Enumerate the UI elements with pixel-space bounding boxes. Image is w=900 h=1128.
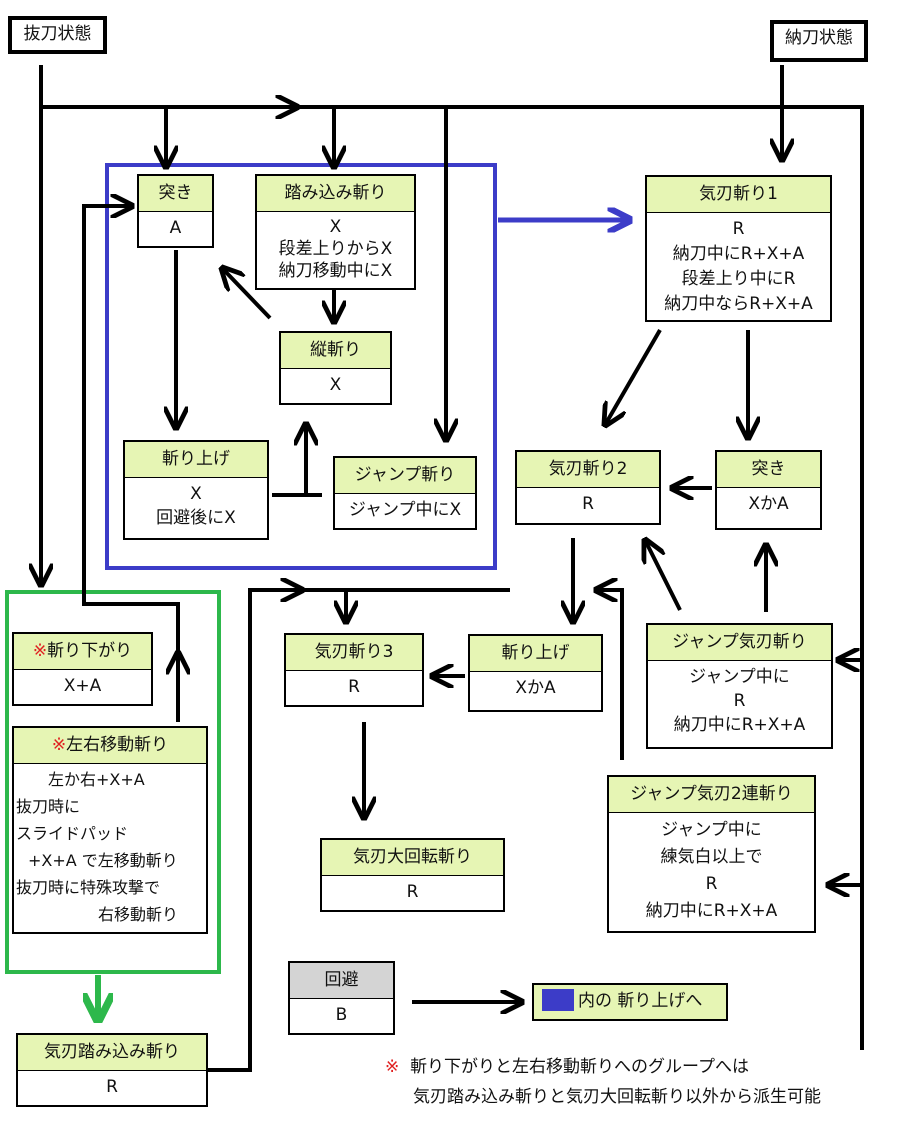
node-fumikomi: 踏み込み斬り X 段差上りからX 納刀移動中にX [255,174,416,290]
footnote: ※ 斬り下がりと左右移動斬りへのグループへは 気刃踏み込み斬りと気刃大回転斬り以… [385,1052,821,1112]
node-line: 回避後にX [156,508,236,528]
node-line: R [732,219,745,239]
node-line: X+A [63,676,102,696]
node-line: X [329,375,342,395]
node-title: 気刃斬り2 [517,452,659,488]
node-line: +X+A で左移動斬り [28,851,178,870]
node-tategiri: 縦斬り X [279,331,392,405]
node-title: 斬り下がり [47,641,133,661]
state-battou: 抜刀状態 [8,16,107,54]
blue-group-frame [105,163,497,570]
node-jump-giri: ジャンプ斬り ジャンプ中にX [333,456,477,530]
node-line: 抜刀時に [16,797,81,816]
node-daikaiten: 気刃大回転斬り R [320,838,505,912]
legend-text: 内の 斬り上げへ [578,991,703,1011]
node-line: R [582,494,594,514]
node-kirisagari: ※斬り下がり X+A [12,632,153,706]
edge-jumpkijin2-up [596,590,624,760]
edge-fumikomi-kijin-up [208,588,510,1072]
node-title: 斬り上げ [125,442,267,478]
note-mark: ※ [51,735,67,755]
node-line: B [335,1005,348,1025]
node-title: 縦斬り [281,333,390,369]
node-title: 踏み込み斬り [257,176,414,212]
node-sayuu: ※左右移動斬り 左か右+X+A 抜刀時に スライドパッド +X+A で左移動斬り… [12,726,208,934]
node-line: ジャンプ中に [689,667,790,687]
node-line: 右移動斬り [98,905,179,924]
edge-tategiri-tsuki [222,268,272,320]
node-kiriage-2: 斬り上げ XかA [468,634,603,712]
note-mark: ※ [32,641,48,661]
node-title: 突き [139,176,212,212]
node-line: 抜刀時に特殊攻撃で [16,878,161,897]
node-kijin-2: 気刃斬り2 R [515,450,661,525]
node-tsuki-a: 突き A [137,174,214,248]
node-title: 気刃踏み込み斬り [18,1035,206,1071]
node-line: X [190,484,202,504]
edge-jumpkijin-kijin2 [645,540,682,611]
node-kaihi: 回避 B [288,961,395,1035]
node-fumikomi-kijin: 気刃踏み込み斬り R [16,1033,208,1107]
node-title: 斬り上げ [470,636,601,672]
node-line: ジャンプ中に [661,820,762,840]
node-title: 回避 [290,963,393,999]
node-kijin-3: 気刃斬り3 R [284,633,424,707]
node-line: 左か右+X+A [48,770,145,789]
node-tsuki-2: 突き XかA [715,450,822,530]
legend-swatch [542,988,574,1011]
node-line: A [169,218,182,238]
green-group-frame [5,590,221,974]
footnote-line-1: 斬り下がりと左右移動斬りへのグループへは [410,1057,750,1077]
node-line: 練気白以上で [660,847,763,867]
node-jump-kijin-2ren: ジャンプ気刃2連斬り ジャンプ中に 練気白以上で R 納刀中にR+X+A [607,775,816,933]
node-line: 段差上り中にR [681,269,796,289]
node-title: 突き [717,452,820,488]
node-title: ジャンプ気刃2連斬り [609,777,814,813]
node-line: XかA [515,678,556,698]
node-line: XかA [748,494,789,514]
node-title: 気刃斬り1 [647,177,830,213]
edge-green-return [82,206,180,722]
node-line: R [106,1077,118,1097]
node-line: 納刀中にR+X+A [672,244,805,264]
node-line: X [329,217,342,237]
node-line: 納刀中にR+X+A [673,715,806,735]
node-kijin-1: 気刃斬り1 R 納刀中にR+X+A 段差上り中にR 納刀中ならR+X+A [645,175,832,322]
edge-kijin1-kijin2 [605,328,662,425]
note-mark: ※ [385,1057,400,1077]
node-line: 納刀中ならR+X+A [664,294,813,314]
footnote-line-2: 気刃踏み込み斬りと気刃大回転斬り以外から派生可能 [413,1087,821,1107]
node-title: ジャンプ気刃斬り [648,625,831,661]
node-line: R [705,874,718,894]
node-line: R [348,677,360,697]
node-line: R [733,691,746,711]
node-line: 納刀移動中にX [278,261,393,281]
node-jump-kijin: ジャンプ気刃斬り ジャンプ中に R 納刀中にR+X+A [646,623,833,749]
state-noutou: 納刀状態 [770,20,868,62]
legend-box: 内の 斬り上げへ [532,983,728,1021]
node-line: ジャンプ中にX [348,500,462,520]
edge-battou-right [41,105,864,1050]
node-kiriage-1: 斬り上げ X 回避後にX [123,440,269,540]
node-line: R [406,882,419,902]
node-line: 納刀中にR+X+A [645,901,778,921]
node-title: 気刃斬り3 [286,635,422,671]
node-title: 気刃大回転斬り [322,840,503,876]
node-line: スライドパッド [16,824,129,843]
node-title: 左右移動斬り [66,735,169,755]
node-line: 段差上りからX [278,239,393,259]
node-title: ジャンプ斬り [335,458,475,494]
